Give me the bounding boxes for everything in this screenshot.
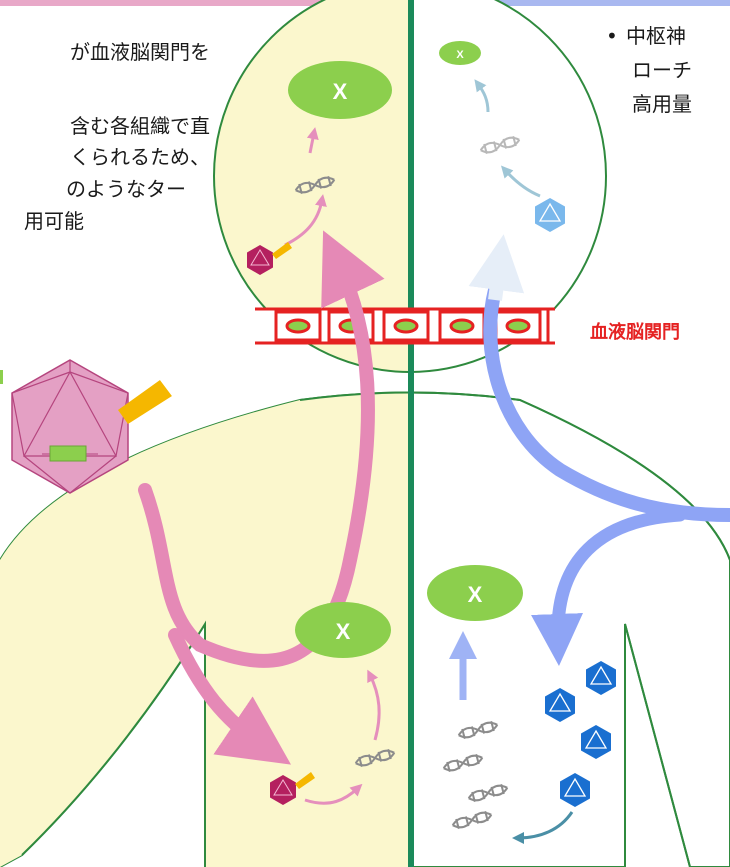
dna-body-left bbox=[354, 749, 396, 767]
dna-body-right-4 bbox=[451, 811, 493, 829]
left-text-line-2: 含む各組織で直 bbox=[70, 114, 210, 138]
vector-head-right bbox=[535, 198, 565, 232]
dna-body-right-3 bbox=[467, 784, 509, 802]
svg-text:X: X bbox=[333, 79, 348, 104]
center-divider bbox=[408, 0, 414, 867]
left-text-line-1: が血液脳関門を bbox=[70, 40, 210, 64]
vector-head-left bbox=[247, 242, 292, 275]
protein-x-head-right-small: X bbox=[439, 41, 481, 65]
left-text-line-4: のようなター bbox=[66, 177, 186, 201]
blood-brain-barrier bbox=[255, 307, 555, 345]
dna-body-right-1 bbox=[457, 721, 499, 739]
vector-body-right-1 bbox=[586, 661, 616, 695]
small-arrow-head-right-1 bbox=[474, 79, 490, 113]
pale-blue-arrowhead bbox=[468, 234, 525, 301]
small-arrow-body-left-2 bbox=[304, 783, 363, 805]
pink-local-arrow bbox=[168, 628, 291, 765]
left-text-line-5: 用可能 bbox=[24, 209, 84, 233]
right-bullet: • bbox=[606, 24, 618, 48]
small-arrow-body-left-1 bbox=[367, 669, 381, 741]
bbb-label: 血液脳関門 bbox=[590, 321, 680, 342]
svg-text:X: X bbox=[468, 582, 483, 607]
vector-body-left bbox=[270, 772, 315, 805]
vector-body-right-2 bbox=[545, 688, 575, 722]
right-text-line-3: 高用量 bbox=[632, 92, 692, 116]
dna-body-right-2 bbox=[442, 754, 484, 772]
small-arrow-body-right-teal bbox=[512, 811, 574, 844]
protein-x-head-left: X bbox=[288, 61, 392, 119]
vector-body-right-4 bbox=[560, 773, 590, 807]
right-text-line-2: ローチ bbox=[632, 58, 692, 82]
small-arrow-head-left-1 bbox=[306, 127, 319, 154]
left-text-line-3: くられるため、 bbox=[70, 145, 210, 169]
small-arrow-head-left-2 bbox=[284, 194, 327, 247]
large-viral-vector bbox=[0, 359, 176, 494]
blue-local-arrow bbox=[531, 508, 687, 666]
dna-head-right bbox=[479, 136, 521, 154]
dna-head-left bbox=[294, 176, 336, 194]
left-panel-header bbox=[0, 0, 410, 6]
right-panel-header bbox=[418, 0, 730, 6]
protein-x-body-right: X bbox=[427, 565, 523, 621]
right-text-line-1: 中枢神 bbox=[626, 24, 686, 48]
svg-text:X: X bbox=[456, 49, 464, 61]
protein-x-body-left: X bbox=[295, 602, 391, 658]
small-arrow-head-right-2 bbox=[500, 165, 541, 198]
vector-body-right-3 bbox=[581, 725, 611, 759]
svg-text:X: X bbox=[336, 619, 351, 644]
